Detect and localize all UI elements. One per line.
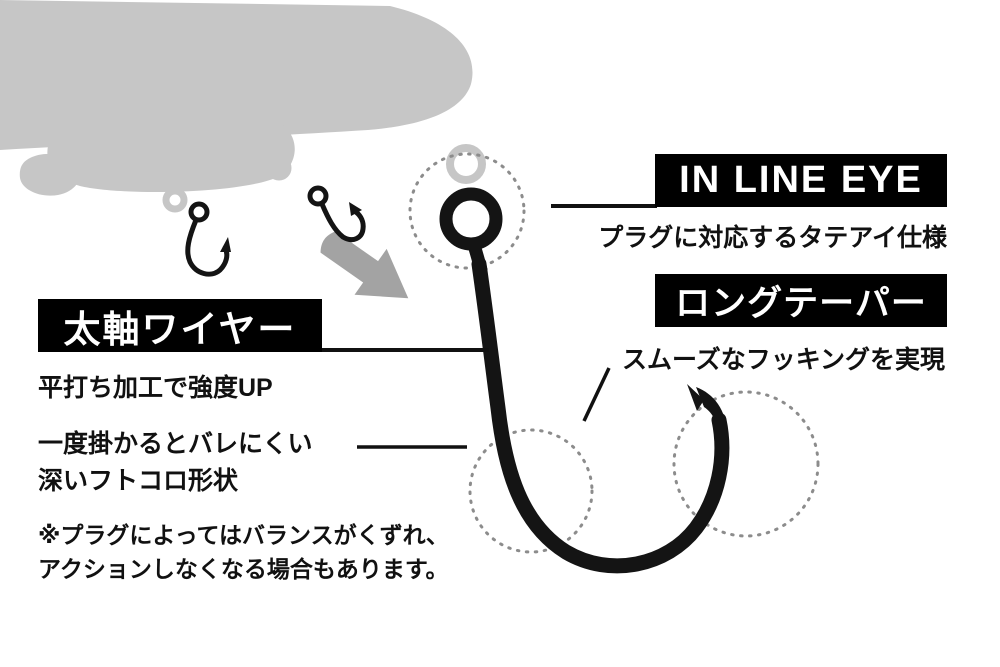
point-highlight-circle xyxy=(672,390,820,538)
small-hook-right-icon xyxy=(307,185,366,243)
in-line-eye-subtitle: プラグに対応するタテアイ仕様 xyxy=(598,224,947,252)
hook-point xyxy=(696,387,728,438)
hook-shank-bend xyxy=(471,256,730,574)
split-ring-icon xyxy=(446,144,486,184)
footnote-line1: ※プラグによってはバランスがくずれ、 xyxy=(38,522,449,548)
connector-line-taper xyxy=(582,367,611,422)
hook-barb xyxy=(687,384,704,411)
bend-highlight-circle xyxy=(468,428,594,554)
long-taper-subtitle: スムーズなフッキングを実現 xyxy=(621,346,945,374)
deep-bend-line1: 一度掛かるとバレにくい xyxy=(38,430,313,458)
small-hook-left-icon xyxy=(185,201,231,277)
footnote-text: ※プラグによってはバランスがくずれ、 アクションしなくなる場合もあります。 xyxy=(38,518,449,586)
footnote-line2: アクションしなくなる場合もあります。 xyxy=(38,556,449,582)
long-taper-label: ロングテーパー xyxy=(655,274,947,327)
thick-wire-subtitle: 平打ち加工で強度UP xyxy=(38,374,273,402)
split-ring-icon xyxy=(162,187,188,213)
small-hooks xyxy=(185,185,366,277)
connector-lines xyxy=(321,204,657,449)
in-line-eye-label: IN LINE EYE xyxy=(655,154,947,207)
lure-split-rings xyxy=(162,144,486,213)
hook-eye xyxy=(439,187,503,251)
highlight-circles xyxy=(408,152,820,554)
deep-bend-line2: 深いフトコロ形状 xyxy=(38,467,239,495)
arrow-icon xyxy=(320,231,409,299)
eye-highlight-circle xyxy=(408,152,526,270)
thick-wire-label: 太軸ワイヤー xyxy=(38,299,322,352)
deep-bend-text: 一度掛かるとバレにくい 深いフトコロ形状 xyxy=(38,426,313,500)
main-hook-icon xyxy=(439,187,730,574)
split-ring-icon xyxy=(266,155,292,181)
lure-silhouette xyxy=(0,0,473,196)
